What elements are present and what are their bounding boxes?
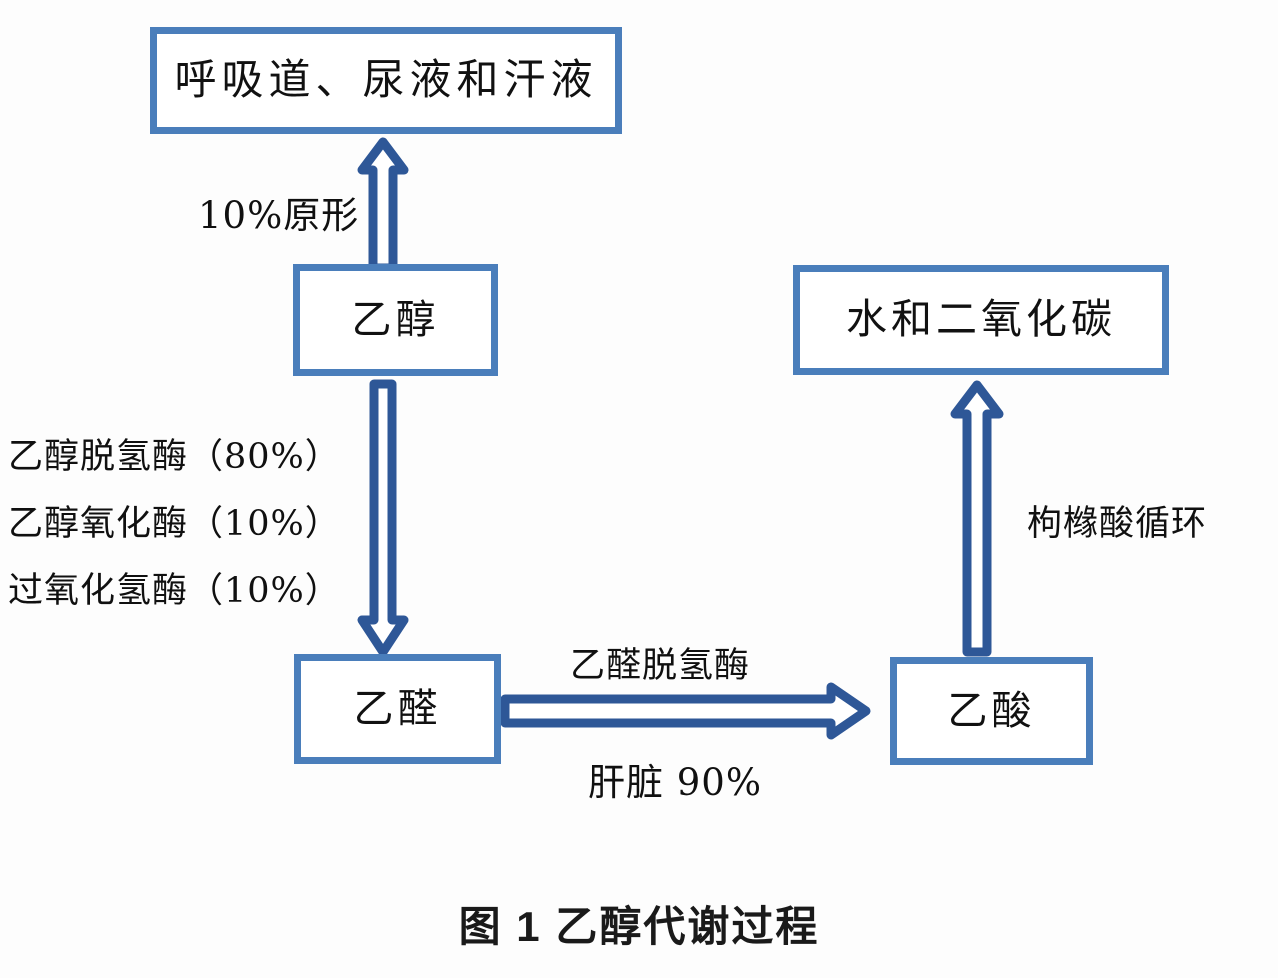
edge-label-liver-fraction: 肝脏 90%	[588, 761, 762, 804]
node-box-excretion: 呼吸道、尿液和汗液	[150, 27, 622, 134]
edge-label-citric-acid-cycle: 枸橼酸循环	[1027, 504, 1208, 544]
node-label-acetaldehyde: 乙醛	[353, 686, 442, 732]
edge-label-aldehyde-dehydrogenase: 乙醛脱氢酶	[570, 646, 751, 686]
edge-label-catalase: 过氧化氢酶（10%）	[8, 571, 341, 611]
node-box-water-and-carbon-dioxide: 水和二氧化碳	[793, 265, 1169, 375]
node-box-ethanol: 乙醇	[293, 264, 498, 376]
node-label-water-and-carbon-dioxide: 水和二氧化碳	[846, 295, 1116, 344]
node-label-excretion: 呼吸道、尿液和汗液	[174, 55, 598, 105]
edge-label-unchanged-fraction: 10%原形	[198, 194, 360, 237]
figure-caption: 图 1 乙醇代谢过程	[458, 903, 820, 950]
arrow-ethanol-to-excretion	[357, 137, 409, 273]
node-box-acetate: 乙酸	[890, 657, 1093, 765]
node-label-acetate: 乙酸	[947, 688, 1036, 734]
edge-label-alcohol-oxidase: 乙醇氧化酶（10%）	[8, 504, 341, 544]
node-box-acetaldehyde: 乙醛	[294, 654, 501, 764]
arrow-acetaldehyde-to-acetate	[500, 682, 871, 740]
edge-label-alcohol-dehydrogenase: 乙醇脱氢酶（80%）	[8, 437, 341, 477]
arrow-ethanol-to-acetaldehyde	[357, 379, 409, 657]
arrow-acetate-to-water-co2	[950, 380, 1004, 657]
node-label-ethanol: 乙醇	[351, 297, 440, 343]
